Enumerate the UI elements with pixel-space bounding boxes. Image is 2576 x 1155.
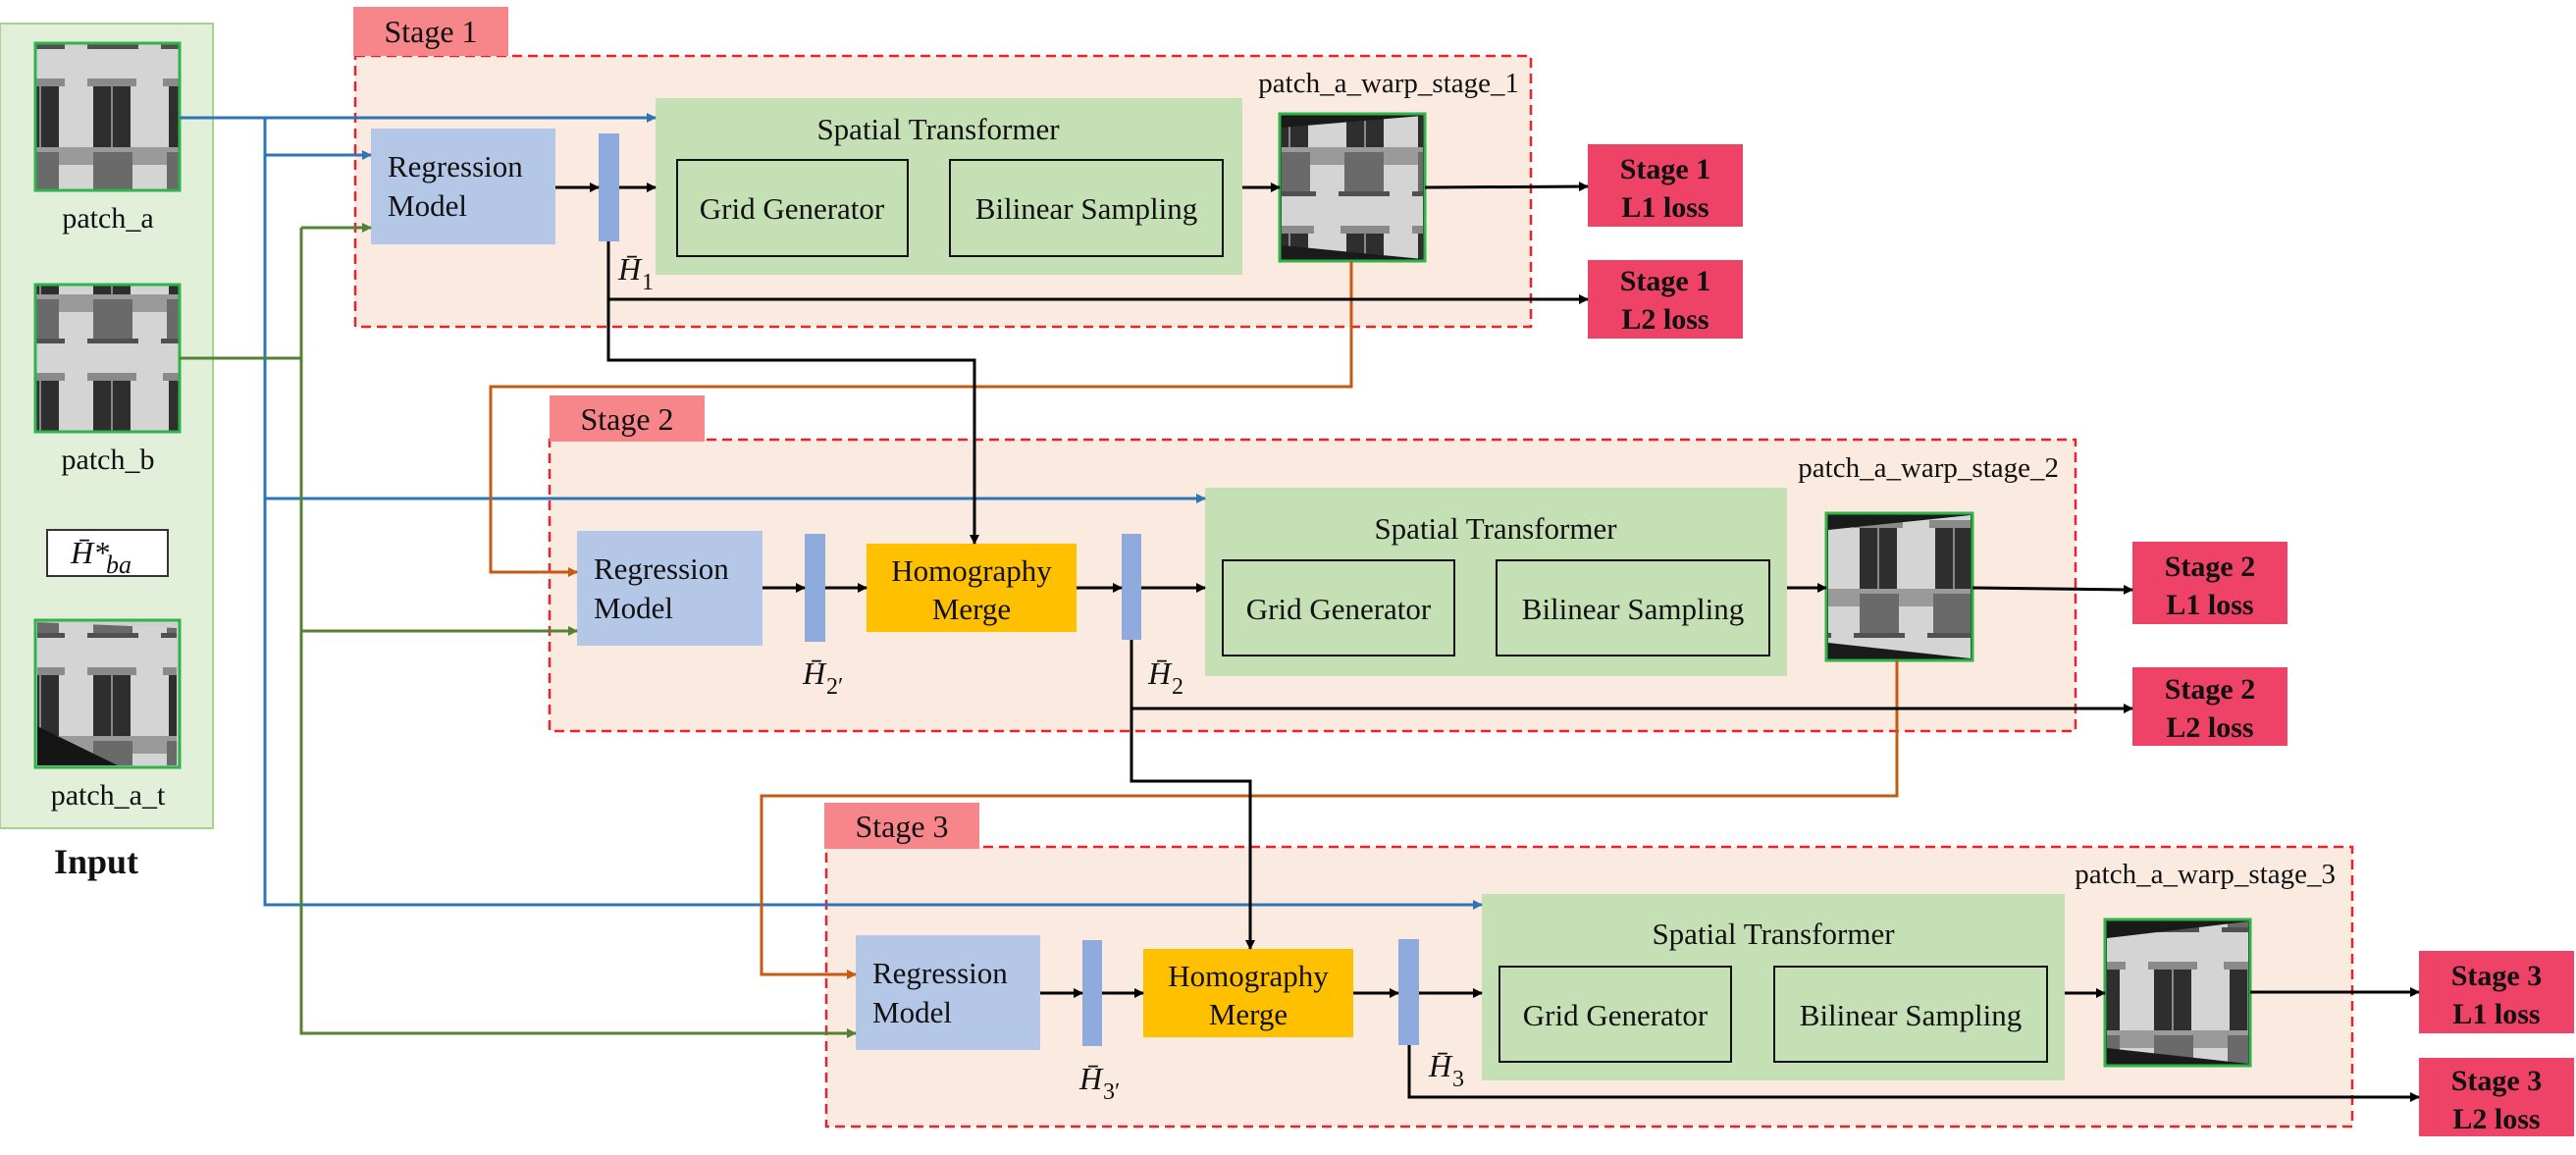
stage-2-warped-image xyxy=(1824,511,1974,662)
svg-text:ba: ba xyxy=(106,551,131,579)
stage-3-merge-label-2: Merge xyxy=(1209,997,1288,1031)
flow-connectors xyxy=(555,182,2420,1102)
stage-2-l2-loss xyxy=(2132,667,2287,746)
stage-1-tag-label: Stage 1 xyxy=(384,14,477,49)
patch-a-image xyxy=(33,41,182,192)
stage-3-l2-loss-label-2: L2 loss xyxy=(2452,1103,2540,1135)
stage-1-l2-loss-label-1: Stage 1 xyxy=(1620,265,1711,297)
stage-2-h-prime-label: H̄ 2′ xyxy=(802,656,843,700)
stage-3-l1-loss-label-2: L1 loss xyxy=(2452,998,2540,1030)
stage-1-l1-loss-label-1: Stage 1 xyxy=(1620,153,1711,185)
stage-1-bilinear-sampling-label: Bilinear Sampling xyxy=(975,191,1197,226)
stage-2-input-vector xyxy=(805,534,825,642)
stage-1-l1-loss-label-2: L1 loss xyxy=(1621,191,1709,224)
stage-3-l2-loss-label-1: Stage 3 xyxy=(2451,1065,2543,1097)
stage-3-regression-label-1: Regression xyxy=(872,956,1008,990)
stage-1-regression-label-2: Model xyxy=(388,188,467,223)
patch-a-t-label: patch_a_t xyxy=(51,779,166,812)
stage-1-spatial-transformer-title: Spatial Transformer xyxy=(816,112,1060,146)
stage-2-regression-model xyxy=(577,531,762,646)
patch-a-connectors xyxy=(180,113,1483,910)
stage-3-regression-model xyxy=(856,935,1040,1050)
svg-text:H̄: H̄ xyxy=(802,656,827,691)
stage-2-warp-label: patch_a_warp_stage_2 xyxy=(1798,452,2059,484)
stage-3-bilinear-sampling xyxy=(1773,966,2048,1063)
stage-2-merge-label-1: Homography xyxy=(891,553,1052,588)
svg-text:H̄: H̄ xyxy=(1428,1048,1453,1083)
stage-2-regression-label-1: Regression xyxy=(594,551,729,586)
stage-1-h-label: H̄ 1 xyxy=(617,251,654,295)
stage-2-l1-loss-label-1: Stage 2 xyxy=(2165,551,2256,583)
stage-2-spatial-transformer-title: Spatial Transformer xyxy=(1374,511,1617,546)
stage-2-l1-loss xyxy=(2132,542,2287,624)
stage-3-homography-vector xyxy=(1398,939,1419,1045)
stage-3-h-prime-label: H̄ 3′ xyxy=(1078,1061,1120,1105)
stage-2-tag xyxy=(550,395,705,442)
stage-3-l2-loss xyxy=(2419,1058,2574,1136)
stage-2-grid-generator xyxy=(1222,559,1455,656)
svg-text:H̄*: H̄* xyxy=(70,535,109,570)
patch-b-image xyxy=(33,283,182,434)
warp-feedback-connectors xyxy=(489,261,1899,979)
stage-3-tag xyxy=(824,803,979,849)
stage-2-tag-label: Stage 2 xyxy=(580,401,673,437)
stage-1-grid-generator-label: Grid Generator xyxy=(700,191,885,226)
stage-2-regression-label-2: Model xyxy=(594,591,673,625)
stage-2-bilinear-sampling xyxy=(1496,559,1770,656)
stage-3-regression-label-2: Model xyxy=(872,995,952,1029)
stage-1-l2-loss-label-2: L2 loss xyxy=(1621,303,1709,336)
stage-2-l2-loss-label-1: Stage 2 xyxy=(2165,673,2256,706)
stage-1-warped-image xyxy=(1278,112,1427,263)
svg-text:3′: 3′ xyxy=(1103,1079,1120,1105)
stage-1-l1-loss xyxy=(1588,144,1743,227)
patch-b-connectors xyxy=(180,223,857,1038)
stage-2-grid-generator-label: Grid Generator xyxy=(1246,592,1432,626)
stage-3-grid-generator xyxy=(1498,966,1732,1063)
stage-1-homography-vector xyxy=(599,133,619,241)
ground-truth-homography: H̄* ba xyxy=(46,529,169,579)
stage-3-spatial-transformer-title: Spatial Transformer xyxy=(1652,917,1895,951)
svg-text:2: 2 xyxy=(1172,674,1183,700)
svg-text:3: 3 xyxy=(1452,1067,1464,1092)
stage-3-merge-label-1: Homography xyxy=(1168,959,1329,993)
stage-3-warp-label: patch_a_warp_stage_3 xyxy=(2075,859,2336,890)
stage-3-warped-image xyxy=(2103,918,2252,1068)
stage-1-tag xyxy=(353,7,508,56)
patch-b-label: patch_b xyxy=(62,444,155,476)
svg-text:H̄: H̄ xyxy=(617,251,643,287)
patch-a-label: patch_a xyxy=(62,202,153,235)
svg-text:H̄: H̄ xyxy=(1078,1061,1104,1096)
stage-2-h-label: H̄ 2 xyxy=(1147,656,1183,700)
stage-3-bilinear-sampling-label: Bilinear Sampling xyxy=(1800,998,2022,1032)
stage-1-grid-generator xyxy=(676,159,909,257)
stage-2-homography-vector xyxy=(1122,534,1141,640)
stage-3-homography-merge xyxy=(1143,949,1353,1037)
stage-3-l1-loss xyxy=(2419,951,2574,1033)
stage-3-tag-label: Stage 3 xyxy=(855,809,948,844)
stage-2-merge-label-2: Merge xyxy=(932,592,1011,626)
stage-2-homography-merge xyxy=(867,544,1077,632)
svg-text:2′: 2′ xyxy=(826,674,843,700)
stage-1-regression-label-1: Regression xyxy=(388,149,523,184)
stage-3-grid-generator-label: Grid Generator xyxy=(1523,998,1709,1032)
input-title: Input xyxy=(54,842,138,881)
stage-1-regression-model xyxy=(371,129,555,244)
stage-3-input-vector xyxy=(1082,940,1102,1046)
stage-2-bilinear-sampling-label: Bilinear Sampling xyxy=(1522,592,1744,626)
stage-1-warp-label: patch_a_warp_stage_1 xyxy=(1258,68,1519,99)
stage-2-l1-loss-label-2: L1 loss xyxy=(2166,589,2253,621)
stage-1-l2-loss xyxy=(1588,260,1743,339)
stage-3-l1-loss-label-1: Stage 3 xyxy=(2451,960,2543,992)
stage-3-h-label: H̄ 3 xyxy=(1428,1048,1464,1092)
svg-text:1: 1 xyxy=(642,270,654,295)
stage-2-l2-loss-label-2: L2 loss xyxy=(2166,711,2253,744)
patch-a-t-image xyxy=(33,618,182,769)
svg-text:H̄: H̄ xyxy=(1147,656,1173,691)
stage-1-bilinear-sampling xyxy=(949,159,1224,257)
